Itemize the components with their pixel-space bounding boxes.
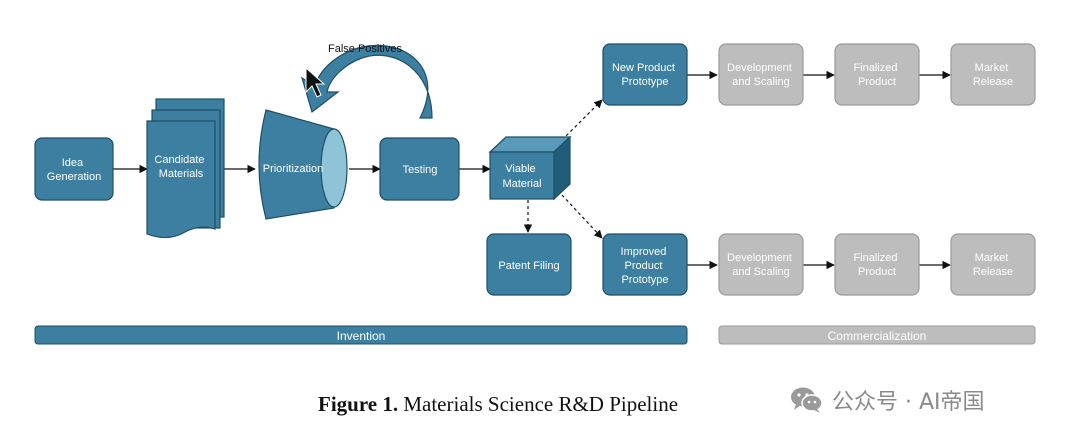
- node-finalized-product-top: Finalized Product: [834, 43, 920, 106]
- arrow-viable-to-new-prototype: [561, 99, 603, 141]
- node-market-release-bottom: Market Release: [950, 233, 1036, 296]
- svg-text:Idea Generation: Idea Generation: [47, 157, 101, 183]
- node-development-scaling-bottom: Development and Scaling: [718, 233, 804, 296]
- node-improved-product-prototype: Improved Product Prototype: [602, 233, 688, 296]
- watermark-text: 公众号 · AI帝国: [832, 390, 985, 415]
- node-patent-filing: Patent Filing: [486, 233, 572, 296]
- figure-caption: Figure 1. Materials Science R&D Pipeline: [318, 392, 678, 417]
- figure-title: Materials Science R&D Pipeline: [403, 392, 679, 416]
- arrow-viable-to-improved-prototype: [561, 194, 603, 239]
- watermark: 公众号 · AI帝国: [790, 384, 985, 416]
- mouse-cursor-icon: [305, 66, 326, 98]
- svg-text:Candidate Materials: Candidate Materials: [154, 154, 207, 180]
- node-development-scaling-top: Development and Scaling: [718, 43, 804, 106]
- svg-text:Viable Material: Viable Material: [502, 163, 541, 190]
- node-idea-generation: Idea Generation: [34, 137, 114, 201]
- svg-text:Development and Scaling: Development and Scaling: [727, 252, 795, 278]
- svg-text:Invention: Invention: [337, 329, 386, 343]
- svg-text:False Positives: False Positives: [328, 43, 402, 55]
- svg-text:Commercialization: Commercialization: [828, 329, 927, 343]
- svg-text:Patent Filing: Patent Filing: [498, 260, 559, 272]
- wechat-icon: [791, 387, 823, 413]
- node-market-release-top: Market Release: [950, 43, 1036, 106]
- phase-bar-commercialization: Commercialization: [718, 325, 1036, 345]
- node-new-product-prototype: New Product Prototype: [602, 43, 688, 106]
- svg-text:Finalized Product: Finalized Product: [853, 252, 900, 278]
- svg-text:Market Release: Market Release: [973, 252, 1013, 278]
- svg-text:Market Release: Market Release: [973, 62, 1013, 88]
- false-positives-feedback: False Positives: [300, 43, 433, 119]
- node-testing: Testing: [379, 137, 460, 201]
- funnel-opening: [320, 128, 348, 208]
- svg-text:Development and Scaling: Development and Scaling: [727, 62, 795, 88]
- figure-label: Figure 1.: [318, 392, 399, 416]
- document-stack-front: [146, 120, 216, 239]
- svg-text:Prioritization: Prioritization: [263, 163, 324, 175]
- node-prioritization: Prioritization: [258, 109, 348, 220]
- svg-text:Improved Product P: Improved Product Prototype: [621, 246, 670, 286]
- node-viable-material: Viable Material: [488, 135, 572, 201]
- connectors: [113, 70, 951, 270]
- svg-text:Finalized Product: Finalized Product: [853, 62, 900, 88]
- svg-text:Testing: Testing: [403, 164, 438, 176]
- phase-bar-invention: Invention: [34, 325, 688, 345]
- svg-text:New Product Prototype: New Product Prototype: [612, 62, 678, 88]
- node-candidate-materials: Candidate Materials: [146, 98, 225, 239]
- node-finalized-product-bottom: Finalized Product: [834, 233, 920, 296]
- cube-front: [489, 151, 555, 200]
